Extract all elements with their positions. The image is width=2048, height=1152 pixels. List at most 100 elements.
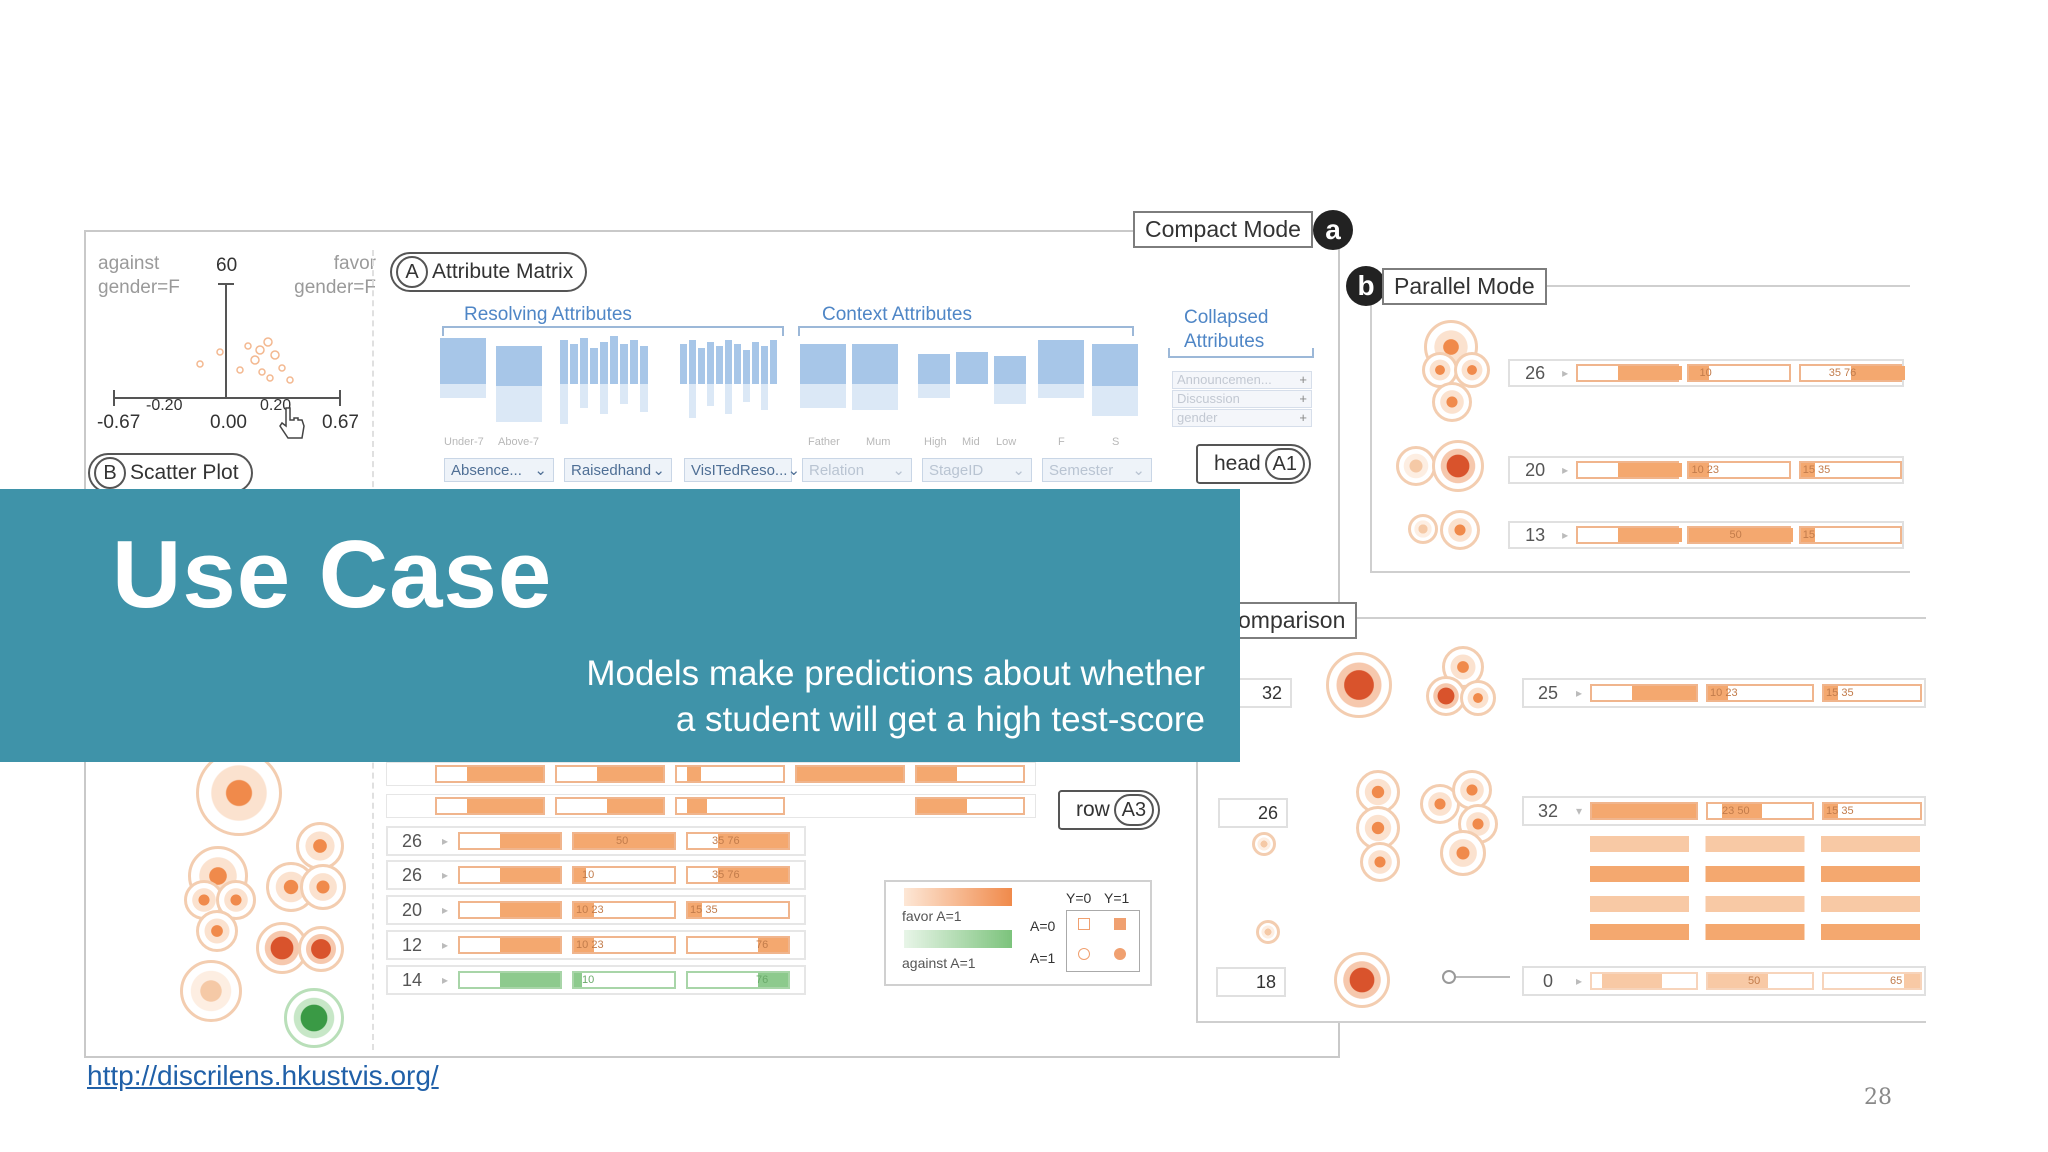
bar-cell: 10 23 <box>572 901 677 919</box>
cluster-glyph[interactable] <box>1440 830 1486 876</box>
cluster-glyph[interactable] <box>300 864 346 910</box>
cluster-glyph[interactable] <box>298 926 344 972</box>
dropdown-raisedhand[interactable]: Raisedhand⌄ <box>564 458 672 482</box>
collapsed-item-label: Discussion <box>1177 391 1240 406</box>
cluster-glyph[interactable] <box>1326 652 1392 718</box>
data-row[interactable]: 26 ▸ 50 35 76 <box>386 826 806 856</box>
bar-number: 35 76 <box>1828 367 1857 379</box>
data-row[interactable]: 26 ▸ 10 35 76 <box>386 860 806 890</box>
cluster-glyph[interactable] <box>1440 510 1480 550</box>
chevron-down-icon: ⌄ <box>892 462 905 479</box>
bar-number: 10 23 <box>576 904 604 916</box>
data-row[interactable]: 12 ▸ 10 23 76 <box>386 930 806 960</box>
collapsed-bracket <box>1168 348 1314 358</box>
bar-cell: 10 <box>1687 364 1791 382</box>
against-gradient <box>904 930 1012 948</box>
bar-cell: 23 50 <box>1706 802 1815 820</box>
attribute-bar-matrix[interactable] <box>440 330 1140 438</box>
legend-circle-empty <box>1078 948 1090 960</box>
row-tag-text: row <box>1076 798 1110 821</box>
bar-cell: 15 <box>1798 526 1902 544</box>
scatter-x-mid: 0.00 <box>210 412 247 433</box>
bar-cell: 35 76 <box>686 832 791 850</box>
bar-cell <box>1590 802 1699 820</box>
row-count: 32 <box>1537 800 1559 821</box>
dropdown-visitedreso[interactable]: VisITedReso...⌄ <box>684 458 800 482</box>
comparison-row[interactable]: 32 ▾ 23 50 15 35 <box>1522 796 1926 826</box>
cluster-glyph[interactable] <box>196 910 238 952</box>
parallel-row[interactable]: 26 ▸ 10 35 76 <box>1508 359 1905 387</box>
collapsed-item-discussion[interactable]: Discussion+ <box>1172 390 1312 408</box>
comparison-row[interactable]: 0 ▸ 50 65 <box>1522 966 1926 996</box>
collapsed-row[interactable] <box>386 762 1036 786</box>
cluster-glyph[interactable] <box>1454 352 1490 388</box>
parallel-row[interactable]: 20 ▸ 10 23 15 35 <box>1508 456 1904 484</box>
collapsed-row[interactable] <box>386 794 1036 818</box>
col-label-mid: Mid <box>962 436 980 448</box>
bar-cell: 65 <box>1822 972 1923 990</box>
comparison-left-count[interactable]: 18 <box>1216 967 1286 997</box>
chevron-right-icon: ▸ <box>1576 974 1583 988</box>
col-label-above7: Above-7 <box>498 436 539 448</box>
bar-cell <box>915 797 1025 815</box>
cluster-glyph[interactable] <box>1432 440 1484 492</box>
bar-cell: 50 <box>572 832 677 850</box>
slide-subtitle-line-1: Models make predictions about whether <box>586 654 1205 693</box>
comparison-left-count[interactable]: 26 <box>1218 798 1288 828</box>
cluster-glyph[interactable] <box>1432 382 1472 422</box>
chevron-down-icon: ▾ <box>1576 804 1583 818</box>
chevron-right-icon: ▸ <box>1576 686 1583 700</box>
row-count: 0 <box>1542 970 1553 991</box>
collapsed-item-gender[interactable]: gender+ <box>1172 409 1312 427</box>
parallel-mode-label: Parallel Mode <box>1382 268 1547 305</box>
cluster-glyph[interactable] <box>1360 842 1400 882</box>
bar-number: 76 <box>756 974 769 986</box>
scatter-top-value: 60 <box>216 255 238 276</box>
bar-cell <box>435 765 545 783</box>
bar-number: 65 <box>1890 975 1903 987</box>
bar-cell: 15 35 <box>686 901 791 919</box>
plus-icon: + <box>1299 410 1307 425</box>
bar-cell <box>915 765 1025 783</box>
dropdown-absence[interactable]: Absence... ⌄ <box>444 458 554 482</box>
bar-number: 10 23 <box>1691 464 1719 476</box>
scatter-plot[interactable] <box>100 280 360 415</box>
cluster-glyph[interactable] <box>180 960 242 1022</box>
cluster-glyph[interactable] <box>196 750 282 836</box>
cluster-glyph[interactable] <box>1334 952 1390 1008</box>
cluster-glyph[interactable] <box>1460 680 1496 716</box>
cluster-glyph[interactable] <box>1356 806 1400 850</box>
dropdown-relation[interactable]: Relation⌄ <box>802 458 912 482</box>
cluster-glyph[interactable] <box>1396 446 1436 486</box>
bar-cell <box>1576 461 1683 479</box>
project-url-link[interactable]: http://discrilens.hkustvis.org/ <box>87 1060 439 1091</box>
context-attributes-heading: Context Attributes <box>822 304 972 325</box>
cluster-glyph[interactable] <box>1252 832 1276 856</box>
row-count: 12 <box>401 934 423 955</box>
parallel-row[interactable]: 13 ▸ 50 15 <box>1508 521 1904 549</box>
dropdown-absence-value: Absence... <box>451 461 522 479</box>
dropdown-stageid[interactable]: StageID⌄ <box>922 458 1032 482</box>
data-row[interactable]: 20 ▸ 10 23 15 35 <box>386 895 806 925</box>
row-count: 20 <box>1525 459 1546 480</box>
dropdown-semester[interactable]: Semester⌄ <box>1042 458 1152 482</box>
cluster-glyph[interactable] <box>1408 514 1438 544</box>
bar-cell: 10 23 <box>1706 684 1815 702</box>
chevron-down-icon: ⌄ <box>787 462 801 479</box>
data-row[interactable]: 14 ▸ 10 76 <box>386 965 806 995</box>
bar-cell: 15 35 <box>1822 802 1923 820</box>
cluster-glyph[interactable] <box>284 988 344 1048</box>
cluster-glyph[interactable] <box>296 822 344 870</box>
chevron-down-icon: ⌄ <box>1132 462 1145 479</box>
bar-cell <box>555 797 665 815</box>
legend-y1: Y=1 <box>1104 890 1130 906</box>
collapsed-item-announcements[interactable]: Announcemen...+ <box>1172 371 1312 389</box>
chevron-down-icon: ⌄ <box>534 462 547 479</box>
cluster-glyph[interactable] <box>1256 920 1280 944</box>
hand-cursor-icon <box>279 407 305 439</box>
bar-cell: 76 <box>686 971 791 989</box>
comparison-row[interactable]: 25 ▸ 10 23 15 35 <box>1522 678 1926 708</box>
head-tag-text: head <box>1214 452 1261 475</box>
bar-cell: 10 <box>572 971 677 989</box>
dropdown-stageid-value: StageID <box>929 461 984 479</box>
